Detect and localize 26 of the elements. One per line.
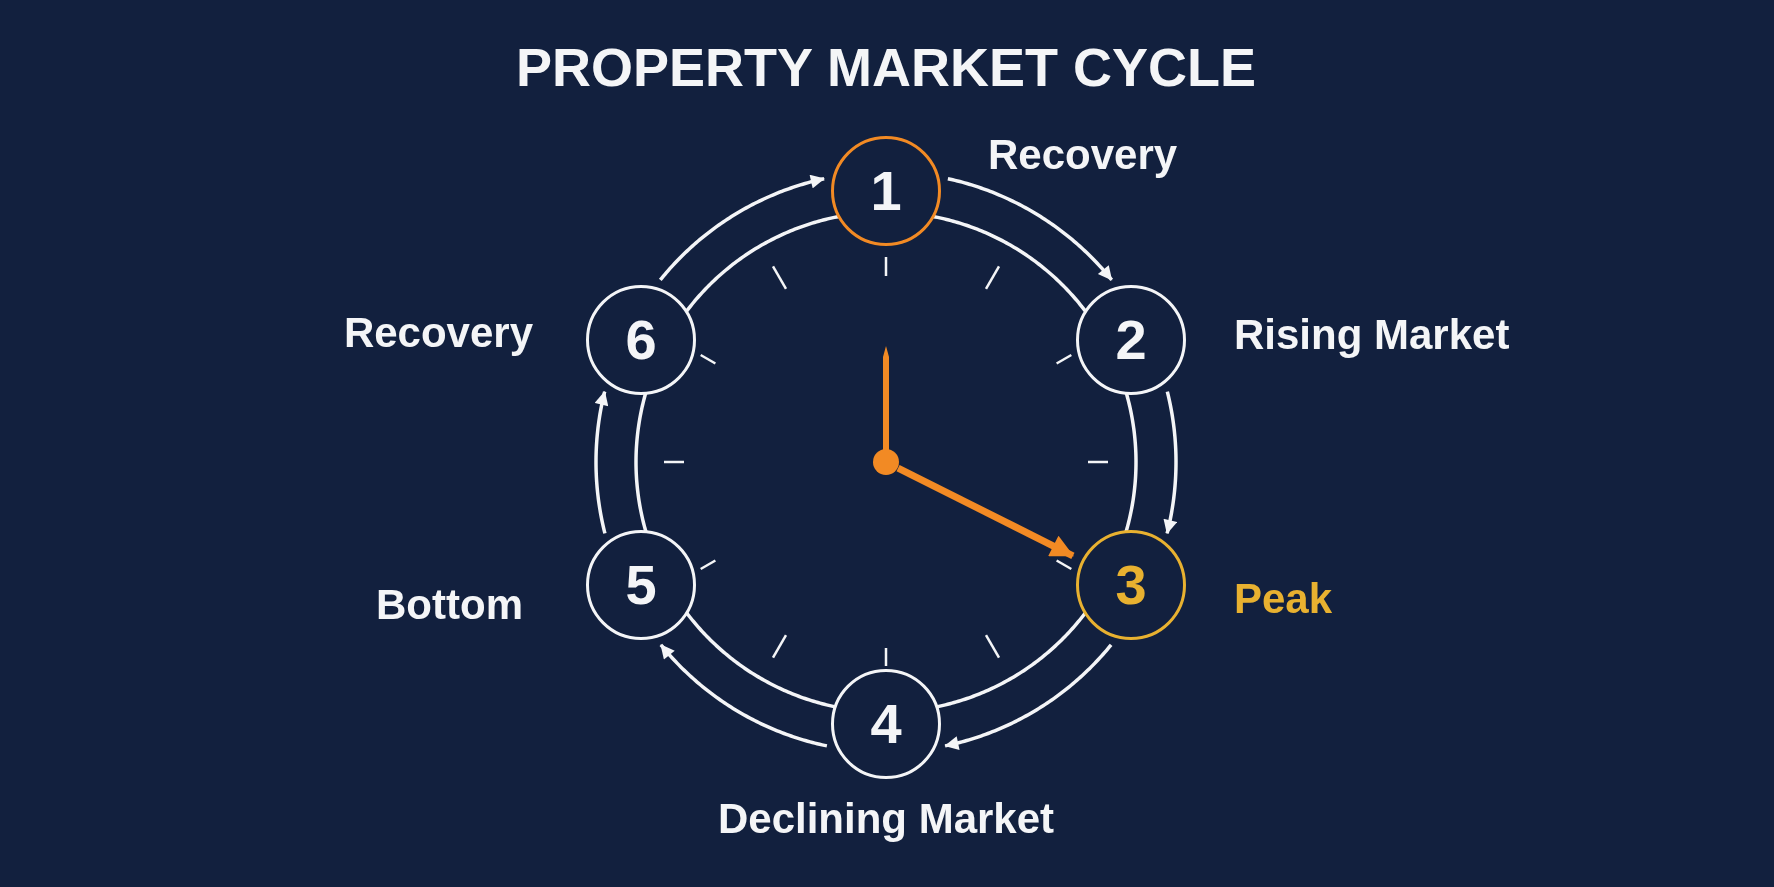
phase-label: Bottom <box>376 581 523 630</box>
dial-ring-arc <box>634 392 648 533</box>
step-number: 6 <box>625 307 657 373</box>
curved-arrow <box>944 643 1113 750</box>
step-number: 3 <box>1115 552 1147 618</box>
step-number: 5 <box>625 552 657 618</box>
phase-label: Declining Market <box>717 795 1055 844</box>
phase-label: Peak <box>1234 575 1333 624</box>
curved-arrow <box>659 643 828 748</box>
curved-arrow <box>947 176 1114 282</box>
phase-label: Rising Market <box>1234 311 1510 360</box>
dial-ring-arc <box>932 214 1088 313</box>
step-number: 2 <box>1115 307 1147 373</box>
curved-arrow <box>658 174 825 282</box>
dial-ring-arc <box>685 611 836 709</box>
curved-arrow <box>594 390 609 534</box>
step-number: 4 <box>870 691 902 757</box>
curved-arrow <box>1163 391 1178 534</box>
dial-ring-arc <box>936 611 1087 709</box>
phase-label: Recovery <box>343 309 533 358</box>
dial-ring-arc <box>1124 392 1138 533</box>
phase-label: Recovery <box>988 131 1178 180</box>
step-number: 1 <box>870 158 902 224</box>
title: PROPERTY MARKET CYCLE <box>515 36 1257 99</box>
dial-ring-arc <box>684 214 840 313</box>
clock-hand-arrow <box>896 464 1075 559</box>
